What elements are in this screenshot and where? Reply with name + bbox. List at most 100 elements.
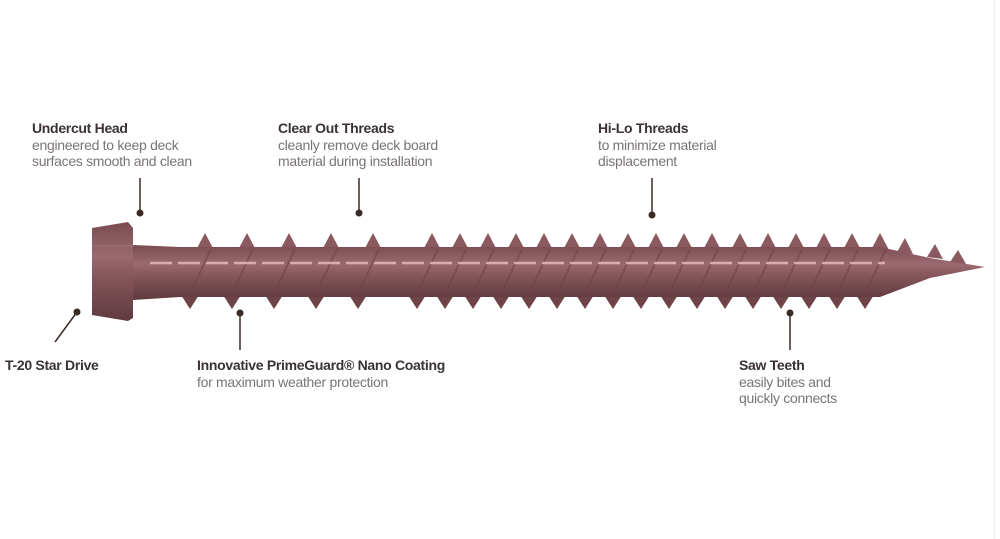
thread-bottom [408, 295, 426, 309]
thread-crest [499, 248, 523, 297]
thread-bottom [856, 295, 874, 309]
thread-crest [611, 248, 635, 297]
thread-bottom [520, 295, 538, 309]
thread-bottom [181, 295, 199, 309]
callout-desc: for maximum weather protection [197, 373, 388, 390]
thread-crest [415, 248, 439, 297]
thread-bottom [828, 295, 846, 309]
thread-bottom [688, 295, 706, 309]
callout-desc: engineered to keep deck [32, 136, 179, 153]
tip-thread [897, 238, 913, 254]
thread-bottom [716, 295, 734, 309]
callout-star-drive: T-20 Star Drive [5, 357, 99, 374]
callout-desc: easily bites and [739, 373, 831, 390]
thread-crest [779, 248, 803, 297]
thread-top [787, 233, 805, 250]
thread-top [675, 233, 693, 250]
thread-top [815, 233, 833, 250]
callout-undercut-head: Undercut Head engineered to keep deck su… [32, 120, 192, 170]
thread-crest [356, 248, 380, 297]
thread-bottom [464, 295, 482, 309]
thread-top [364, 233, 382, 250]
page-edge [994, 0, 995, 539]
screw-shank [133, 245, 985, 300]
thread-top [647, 233, 665, 250]
leader-dot-hi-lo-threads [648, 211, 656, 219]
thread-crest [751, 248, 775, 297]
thread-top [703, 233, 721, 250]
callout-desc: quickly connects [739, 390, 837, 406]
callout-title: Saw Teeth [739, 357, 805, 373]
thread-crest [667, 248, 691, 297]
thread-bottom [349, 295, 367, 309]
thread-crest [639, 248, 663, 297]
thread-crest [723, 248, 747, 297]
thread-crest [527, 248, 551, 297]
callout-title: Clear Out Threads [278, 120, 395, 136]
thread-crest [695, 248, 719, 297]
thread-crest [555, 248, 579, 297]
callout-desc: surfaces smooth and clean [32, 153, 192, 169]
thread-top [759, 233, 777, 250]
thread-crest [443, 248, 467, 297]
leader-dot-clear-out-threads [355, 209, 363, 217]
thread-bottom [223, 295, 241, 309]
thread-crest [272, 248, 296, 297]
thread-bottom [436, 295, 454, 309]
thread-bottom [604, 295, 622, 309]
thread-crest [807, 248, 831, 297]
thread-bottom [660, 295, 678, 309]
thread-top [871, 233, 889, 250]
thread-crest [188, 248, 212, 297]
thread-bottom [265, 295, 283, 309]
thread-bottom [744, 295, 762, 309]
callout-title: Undercut Head [32, 120, 128, 136]
thread-top [731, 233, 749, 250]
callout-nano-coating: Innovative PrimeGuard® Nano Coating for … [197, 357, 445, 390]
leader-line-star-drive [54, 311, 78, 343]
callout-title: Hi-Lo Threads [598, 120, 689, 136]
thread-top [843, 233, 861, 250]
tip-thread [950, 250, 966, 264]
thread-crest [314, 248, 338, 297]
thread-top [423, 233, 441, 250]
thread-bottom [632, 295, 650, 309]
thread-bottom [576, 295, 594, 309]
thread-top [507, 233, 525, 250]
thread-top [280, 233, 298, 250]
thread-top [196, 233, 214, 250]
callout-title: Innovative PrimeGuard® Nano Coating [197, 357, 445, 373]
callout-title: T-20 Star Drive [5, 357, 99, 373]
thread-top [619, 233, 637, 250]
thread-crest [863, 248, 887, 297]
thread-crest [835, 248, 859, 297]
thread-top [322, 233, 340, 250]
callout-desc: material during installation [278, 153, 433, 169]
leader-dot-saw-teeth [786, 309, 794, 317]
leader-dot-nano-coating [236, 309, 244, 317]
thread-bottom [800, 295, 818, 309]
tip-thread [927, 244, 943, 259]
leader-dot-star-drive [73, 308, 81, 316]
thread-top [535, 233, 553, 250]
thread-top [563, 233, 581, 250]
thread-top [238, 233, 256, 250]
thread-bottom [548, 295, 566, 309]
thread-bottom [772, 295, 790, 309]
thread-top [479, 233, 497, 250]
thread-crest [471, 248, 495, 297]
callout-saw-teeth: Saw Teeth easily bites and quickly conne… [739, 357, 837, 407]
thread-bottom [307, 295, 325, 309]
callout-desc: to minimize material [598, 136, 717, 153]
thread-top [451, 233, 469, 250]
screw-head [92, 222, 133, 321]
leader-dot-undercut-head [136, 209, 144, 217]
thread-top [591, 233, 609, 250]
thread-bottom [492, 295, 510, 309]
callout-clear-out-threads: Clear Out Threads cleanly remove deck bo… [278, 120, 438, 170]
thread-crest [230, 248, 254, 297]
callout-desc: cleanly remove deck board [278, 136, 438, 153]
callout-hi-lo-threads: Hi-Lo Threads to minimize material displ… [598, 120, 717, 170]
callout-desc: displacement [598, 153, 677, 169]
